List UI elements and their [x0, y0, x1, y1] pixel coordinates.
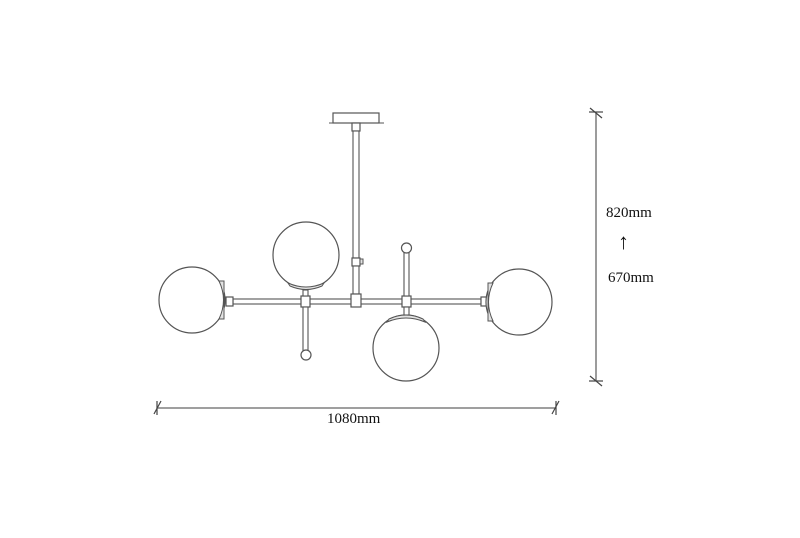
lower-rod [300, 306, 312, 361]
globe-left [158, 266, 226, 334]
width-label: 1080mm [327, 411, 381, 427]
upper-rod [400, 242, 413, 297]
globe-upper [272, 221, 340, 297]
horizontal-arm [225, 293, 489, 308]
arrow-up-icon: ↑ [618, 229, 629, 254]
suspension-rod [351, 130, 364, 295]
height-min-label: 670mm [608, 270, 654, 286]
globe-right [485, 268, 553, 336]
height-max-label: 820mm [606, 205, 652, 221]
globe-lower [372, 306, 440, 382]
width-dimension-line [153, 400, 560, 415]
ceiling-canopy [329, 112, 384, 132]
height-dimension-line [589, 107, 603, 387]
